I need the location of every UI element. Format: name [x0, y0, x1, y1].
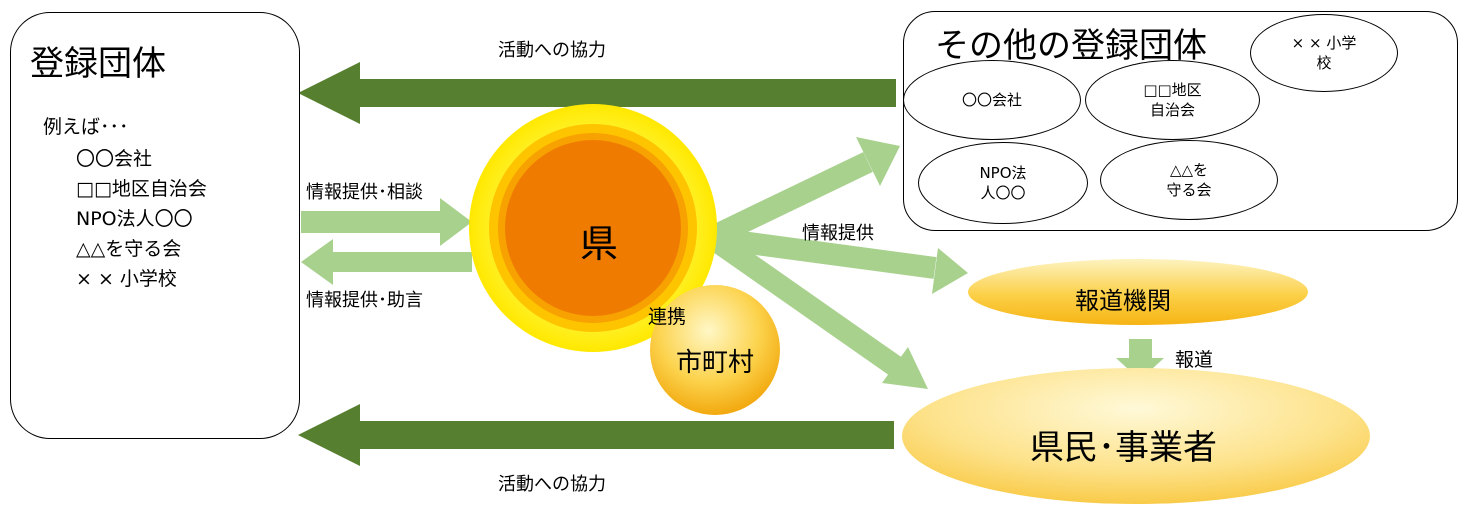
cooperation-arrow-top — [298, 62, 896, 124]
media-label: 報道機関 — [1075, 287, 1171, 315]
collaboration-label: 連携 — [648, 306, 687, 328]
info-consult-arrow — [301, 198, 472, 246]
registered-groups-example-intro: 例えば･･･ — [43, 116, 129, 138]
other-group-district: □□地区 自治会 — [1085, 60, 1260, 140]
prefecture-label: 県 — [580, 222, 619, 266]
other-group-school: × × 小学 校 — [1250, 14, 1398, 92]
info-advice-arrow — [301, 239, 472, 285]
info-arrow-to-citizens-shaft — [705, 228, 902, 376]
info-arrow-to-other-shaft — [705, 152, 873, 248]
cooperation-label-bottom: 活動への協力 — [498, 474, 606, 495]
other-group-company: 〇〇会社 — [903, 60, 1081, 140]
info-arrow-to-other-head — [856, 137, 900, 186]
example-item: □□地区自治会 — [76, 178, 207, 200]
municipality-label: 市町村 — [676, 348, 755, 378]
cooperation-arrow-bottom — [298, 404, 894, 466]
example-item: △△を守る会 — [76, 238, 182, 260]
media-ellipse — [968, 259, 1308, 325]
registered-groups-examples: 〇〇会社 □□地区自治会 NPO法人〇〇 △△を守る会 × × 小学校 — [30, 144, 260, 294]
info-arrow-to-media-shaft — [710, 227, 937, 279]
cooperation-label-top: 活動への協力 — [498, 40, 606, 61]
info-label: 情報提供 — [802, 223, 874, 244]
other-group-npo: NPO法 人〇〇 — [918, 142, 1088, 224]
report-label: 報道 — [1175, 349, 1214, 371]
registered-groups-title: 登録団体 — [30, 44, 166, 84]
info-consult-label: 情報提供･相談 — [306, 182, 423, 203]
citizens-label: 県民･事業者 — [1030, 428, 1217, 468]
prefecture-sun-core — [505, 140, 681, 316]
report-arrow — [1116, 339, 1164, 380]
example-item: 〇〇会社 — [76, 148, 153, 170]
info-advice-label: 情報提供･助言 — [306, 290, 423, 311]
registered-groups-panel — [10, 12, 300, 439]
example-item: × × 小学校 — [76, 268, 177, 290]
citizens-ellipse — [902, 368, 1370, 504]
info-arrow-to-media-head — [932, 248, 968, 294]
other-group-protect: △△を 守る会 — [1100, 140, 1278, 220]
municipality-orb — [650, 285, 780, 415]
example-item: NPO法人〇〇 — [76, 208, 193, 230]
info-arrow-to-citizens-head — [882, 347, 928, 389]
